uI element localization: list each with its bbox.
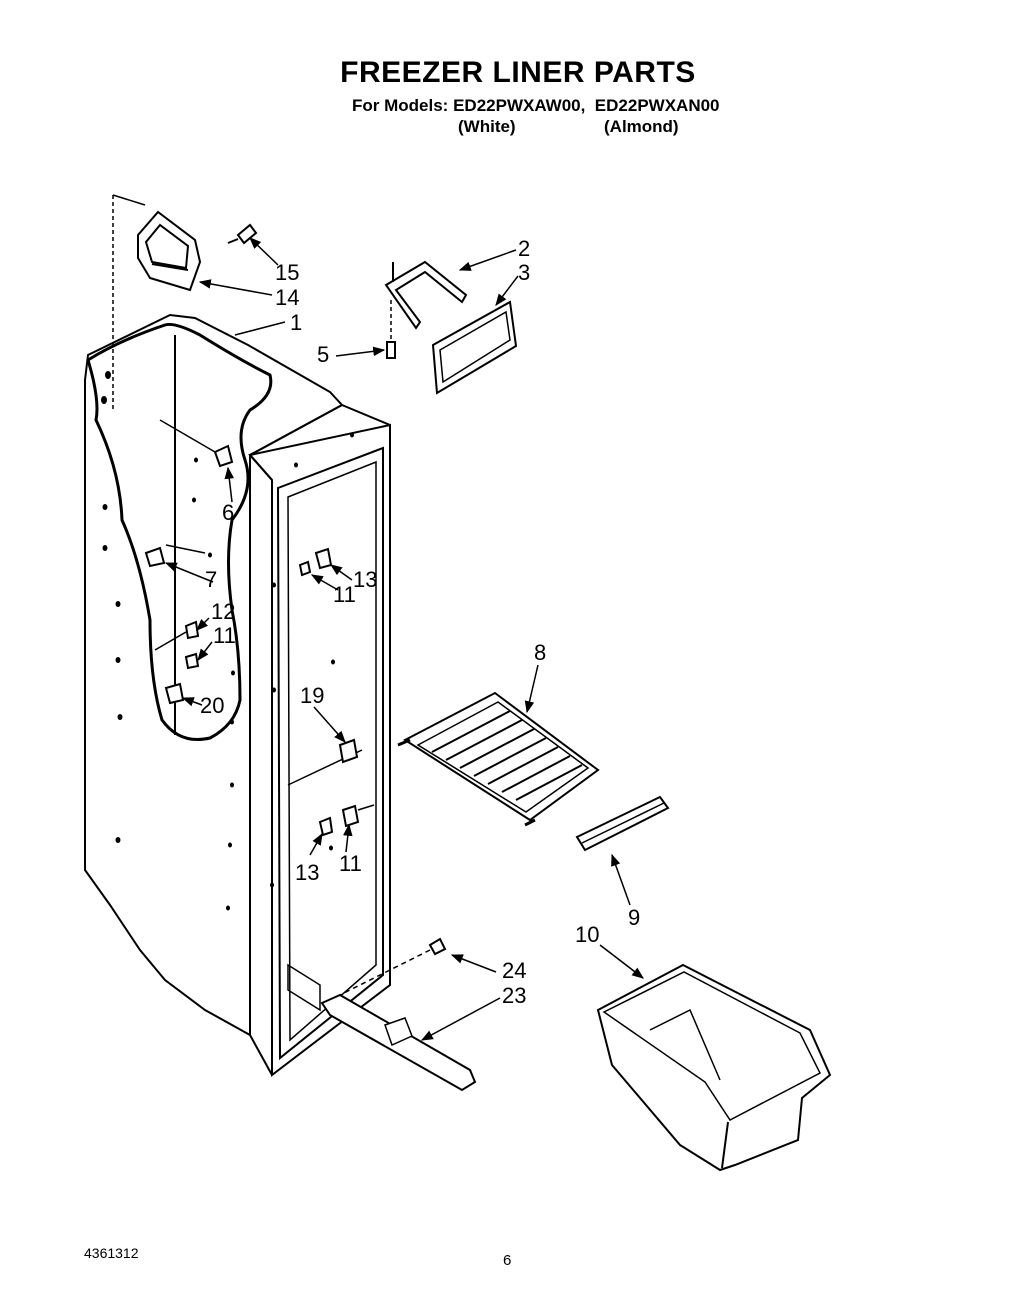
callout-labels: 1 2 3 5 6 7 8 9 10 11 11 11 12 13 13 14 … xyxy=(200,236,640,1008)
page-title: FREEZER LINER PARTS xyxy=(340,56,696,89)
clip-part-20 xyxy=(164,682,185,705)
liner-mounting-holes xyxy=(101,371,354,911)
clip-part-7 xyxy=(144,544,206,568)
callout-13-upper: 13 xyxy=(353,567,377,592)
rail-part-23 xyxy=(320,993,477,1092)
clip-part-6 xyxy=(159,419,234,468)
models-line: For Models: ED22PWXAW00, ED22PWXAN00 xyxy=(352,96,720,116)
callout-24: 24 xyxy=(502,958,526,983)
storage-bin-part-10 xyxy=(596,963,832,1172)
callout-11-left: 11 xyxy=(213,623,236,648)
document-number: 4361312 xyxy=(84,1245,139,1261)
callout-5: 5 xyxy=(317,342,329,367)
screw-part-5 xyxy=(386,300,396,359)
callout-13-lower: 13 xyxy=(295,860,319,885)
page-number: 6 xyxy=(503,1252,512,1269)
clip-part-12 xyxy=(154,620,200,651)
leader-lines xyxy=(164,237,644,1041)
clip-part-19 xyxy=(338,738,359,764)
callout-19: 19 xyxy=(300,683,324,708)
callout-6: 6 xyxy=(222,500,234,525)
screw-part-15 xyxy=(227,223,258,245)
clip-parts-13-11-lower xyxy=(318,804,375,837)
clip-part-11-left xyxy=(184,652,200,670)
models-label: For Models: xyxy=(352,96,449,115)
callout-2: 2 xyxy=(518,236,530,261)
callout-3: 3 xyxy=(518,260,530,285)
callout-10: 10 xyxy=(575,922,599,947)
drip-pan-part-3 xyxy=(431,300,518,395)
wire-shelf-part-8 xyxy=(397,691,600,827)
callout-7: 7 xyxy=(205,567,217,592)
screw-part-24 xyxy=(329,937,447,1001)
callout-11-lower: 11 xyxy=(339,851,362,876)
callout-1: 1 xyxy=(290,310,302,335)
callout-14: 14 xyxy=(275,285,299,310)
callout-11-upper: 11 xyxy=(333,582,356,607)
freezer-liner xyxy=(84,194,391,1078)
bracket-part-2 xyxy=(384,260,468,330)
hinge-bracket-part-14 xyxy=(137,210,202,292)
callout-20: 20 xyxy=(200,693,224,718)
variant-white: (White) xyxy=(458,117,516,136)
shelf-trim-part-9 xyxy=(575,795,670,852)
model-number-white: ED22PWXAW00, xyxy=(453,96,586,115)
variant-almond: (Almond) xyxy=(604,117,679,136)
model-number-almond: ED22PWXAN00 xyxy=(594,96,720,115)
callout-15: 15 xyxy=(275,260,299,285)
callout-12: 12 xyxy=(211,599,235,624)
callout-9: 9 xyxy=(628,905,640,930)
callout-23: 23 xyxy=(502,983,526,1008)
callout-8: 8 xyxy=(534,640,546,665)
